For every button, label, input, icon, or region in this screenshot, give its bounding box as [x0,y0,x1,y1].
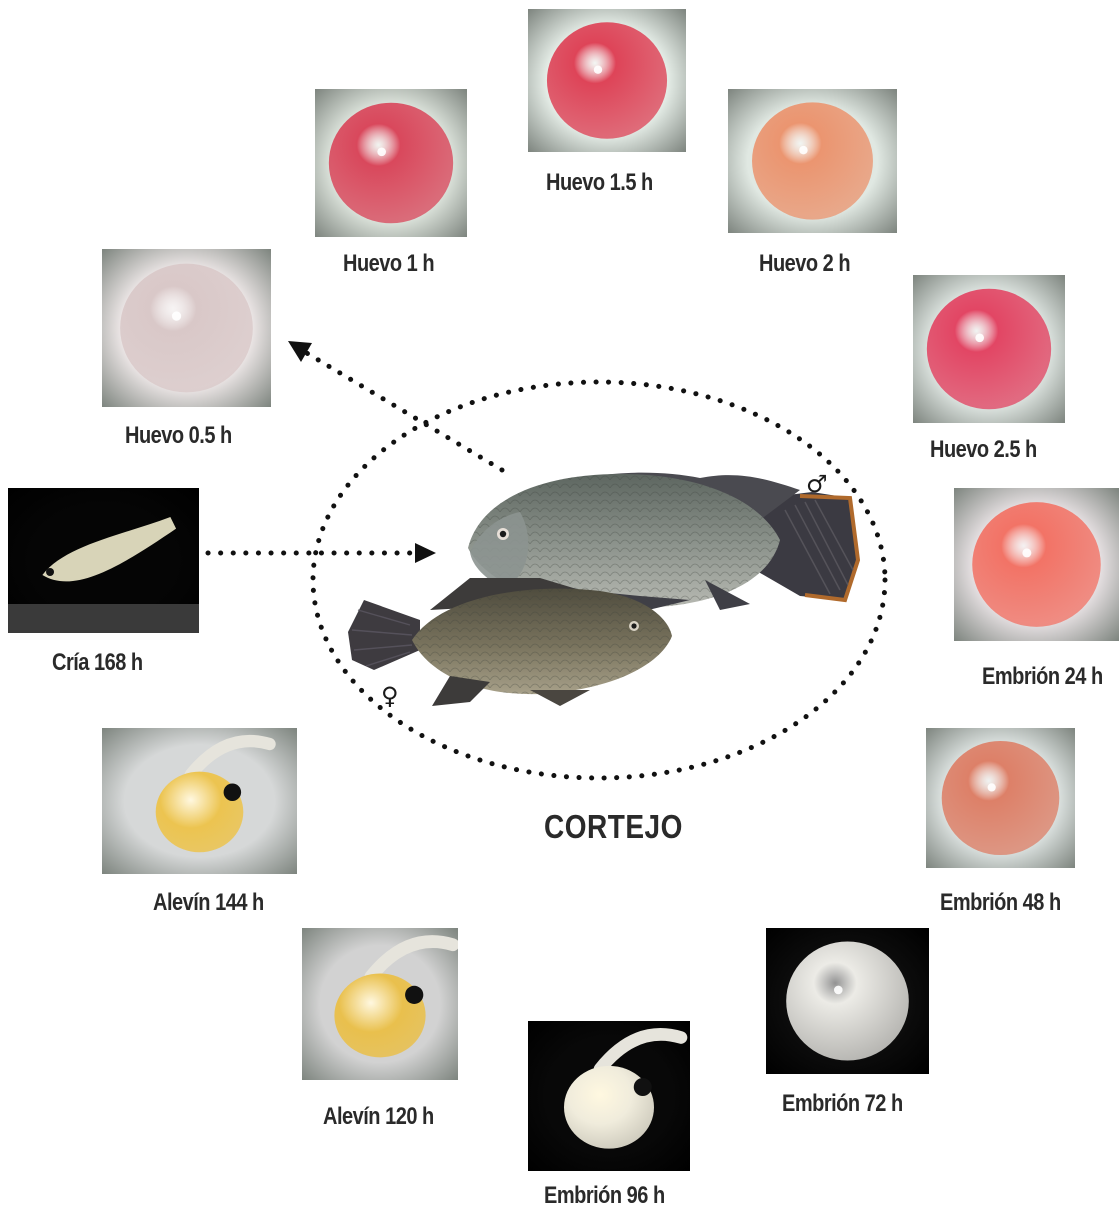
arrow-to-huevo-0-5h [288,341,502,470]
female-symbol: ♀ [381,682,399,710]
male-symbol: ♂ [806,470,828,498]
cortejo-title: CORTEJO [544,808,683,846]
arrow-from-cria-168h [208,543,436,563]
